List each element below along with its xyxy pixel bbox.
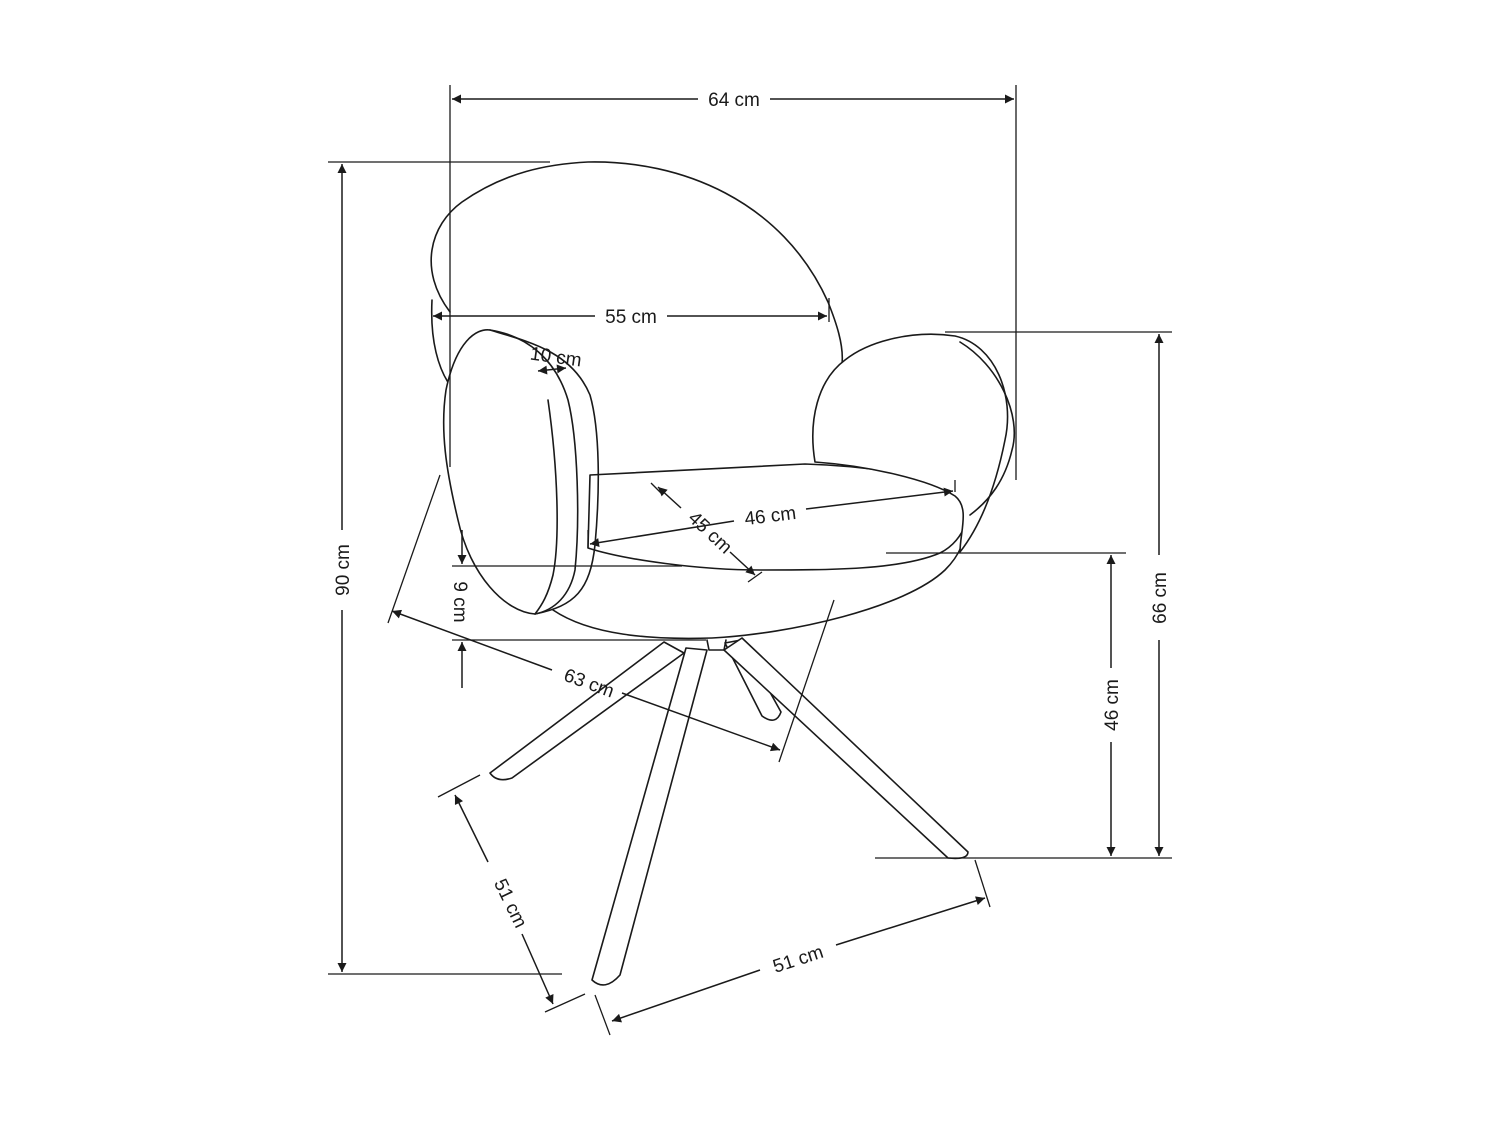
armrest-left [442,329,579,615]
dim-overall-height-label: 90 cm [333,544,354,596]
dim-base-width-label: 51 cm [770,942,826,978]
dim-base-width: 51 cm [594,859,991,1036]
armrest-left-seam [534,399,558,615]
backrest-edge [430,299,453,389]
dim-overall-depth-label: 63 cm [561,665,617,702]
dim-armrest-height-label: 66 cm [1150,572,1171,624]
dim-seat-thickness-label: 9 cm [449,581,470,622]
dim-seat-thickness: 9 cm [449,530,706,688]
dim-armrest-height: 66 cm [875,331,1172,859]
dim-overall-height: 90 cm [328,161,562,975]
dim-seat-height-label: 46 cm [1102,679,1123,731]
seat-shell [552,519,967,640]
armrest-left-side [489,329,600,615]
dim-seat-height: 46 cm [886,552,1126,856]
dim-base-depth-label: 51 cm [489,876,531,932]
armrest-right-edge [959,341,1016,516]
swivel-joint [706,639,727,651]
dim-overall-width: 64 cm [449,85,1017,480]
front-legs [591,637,969,986]
front-leg-right [723,637,969,860]
dim-base-depth: 51 cm [437,774,586,1013]
dim-inner-width: 55 cm [433,298,830,328]
dim-overall-width-label: 64 cm [708,90,760,111]
front-leg-left [591,647,708,986]
chair-drawing [430,161,1016,986]
dim-inner-width-label: 55 cm [605,307,657,328]
back-leg-left [489,641,685,781]
